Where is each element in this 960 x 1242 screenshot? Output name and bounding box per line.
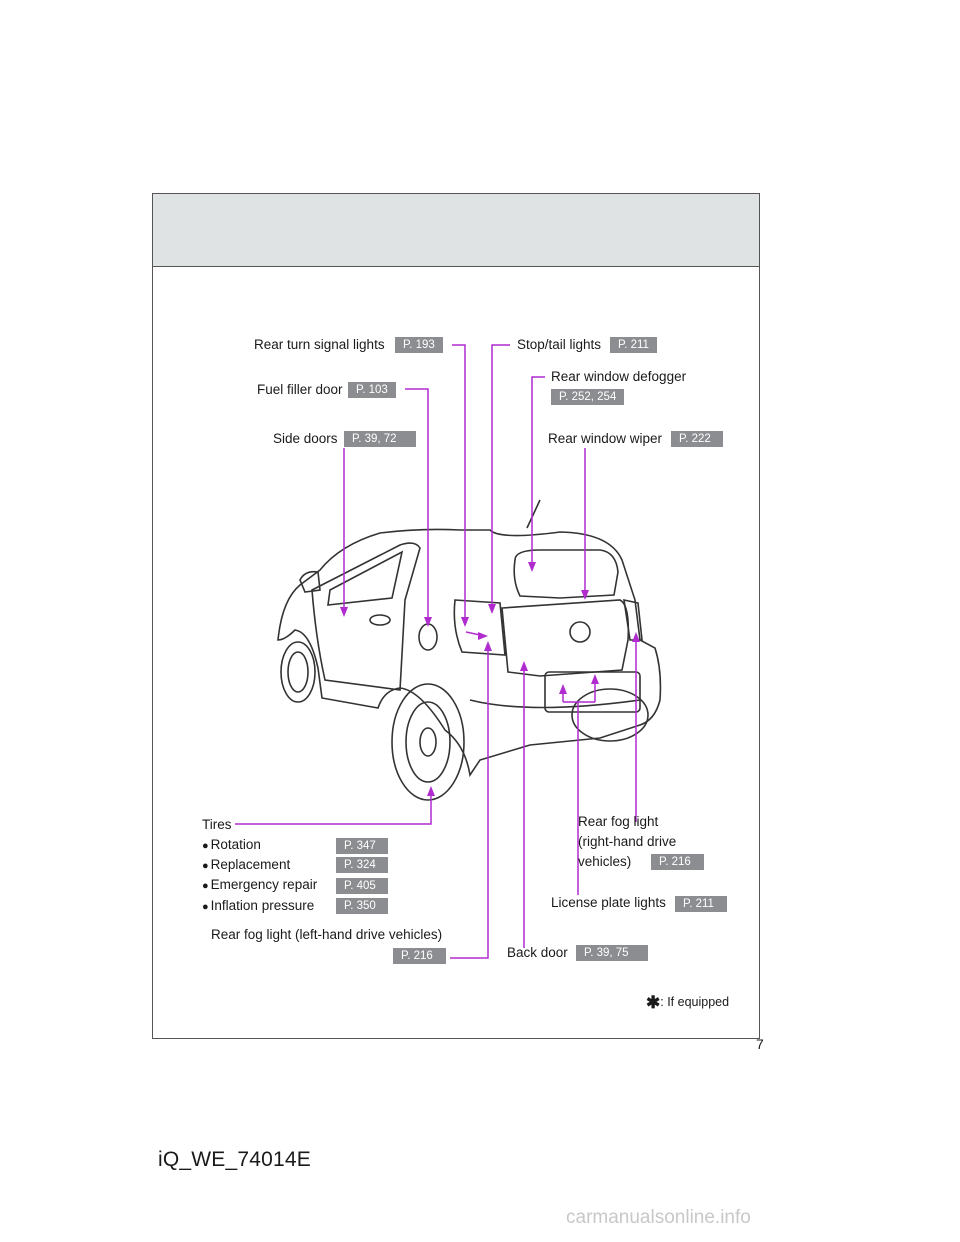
tires-item-page[interactable]: P. 324 xyxy=(336,857,388,873)
rear-fog-lhd-label: Rear fog light (left-hand drive vehicles… xyxy=(211,927,443,942)
tires-title: Tires xyxy=(202,817,232,832)
fuel-filler-page[interactable]: P. 103 xyxy=(348,382,396,398)
page-number: 7 xyxy=(756,1036,764,1052)
rear-turn-signal-label: Rear turn signal lights xyxy=(254,337,385,352)
side-doors-label: Side doors xyxy=(273,431,338,446)
leader-arrowheads xyxy=(340,562,640,796)
tires-item-label: Emergency repair xyxy=(202,876,318,895)
rear-wiper-page[interactable]: P. 222 xyxy=(671,431,723,447)
asterisk-icon: ✱ xyxy=(646,993,661,1012)
document-code: iQ_WE_74014E xyxy=(158,1148,311,1171)
car-illustration xyxy=(277,499,662,801)
tires-item-label: Replacement xyxy=(202,856,291,875)
rear-fog-rhd-page[interactable]: P. 216 xyxy=(651,854,704,870)
tires-item-label: Rotation xyxy=(202,836,261,855)
back-door-label: Back door xyxy=(507,945,568,960)
tires-item-page[interactable]: P. 350 xyxy=(336,898,388,914)
watermark: carmanualsonline.info xyxy=(566,1207,751,1228)
content-frame xyxy=(152,193,760,1039)
fuel-filler-label: Fuel filler door xyxy=(257,382,343,397)
rear-fog-lhd-page[interactable]: P. 216 xyxy=(393,948,446,964)
rear-wiper-label: Rear window wiper xyxy=(548,431,663,446)
license-plate-page[interactable]: P. 211 xyxy=(675,896,727,912)
tires-item-page[interactable]: P. 347 xyxy=(336,838,388,854)
license-plate-label: License plate lights xyxy=(551,895,666,910)
header-band xyxy=(153,194,759,267)
rear-fog-rhd-line1: Rear fog light xyxy=(578,814,659,829)
tires-item-label: Inflation pressure xyxy=(202,897,315,916)
rear-fog-rhd-line3: vehicles) xyxy=(578,854,632,869)
tires-item-page[interactable]: P. 405 xyxy=(336,878,388,894)
rear-turn-signal-page[interactable]: P. 193 xyxy=(395,337,443,353)
rear-defogger-label: Rear window defogger xyxy=(551,369,687,384)
stop-tail-label: Stop/tail lights xyxy=(517,337,602,352)
stop-tail-page[interactable]: P. 211 xyxy=(610,337,657,353)
footnote-text: : If equipped xyxy=(660,995,730,1009)
side-doors-page[interactable]: P. 39, 72 xyxy=(344,431,416,447)
rear-defogger-page[interactable]: P. 252, 254 xyxy=(551,389,625,405)
rear-fog-rhd-line2: (right-hand drive xyxy=(578,834,677,849)
leader-lines xyxy=(235,344,637,959)
back-door-page[interactable]: P. 39, 75 xyxy=(576,945,648,961)
footnote: ✱: If equipped xyxy=(646,993,729,1012)
